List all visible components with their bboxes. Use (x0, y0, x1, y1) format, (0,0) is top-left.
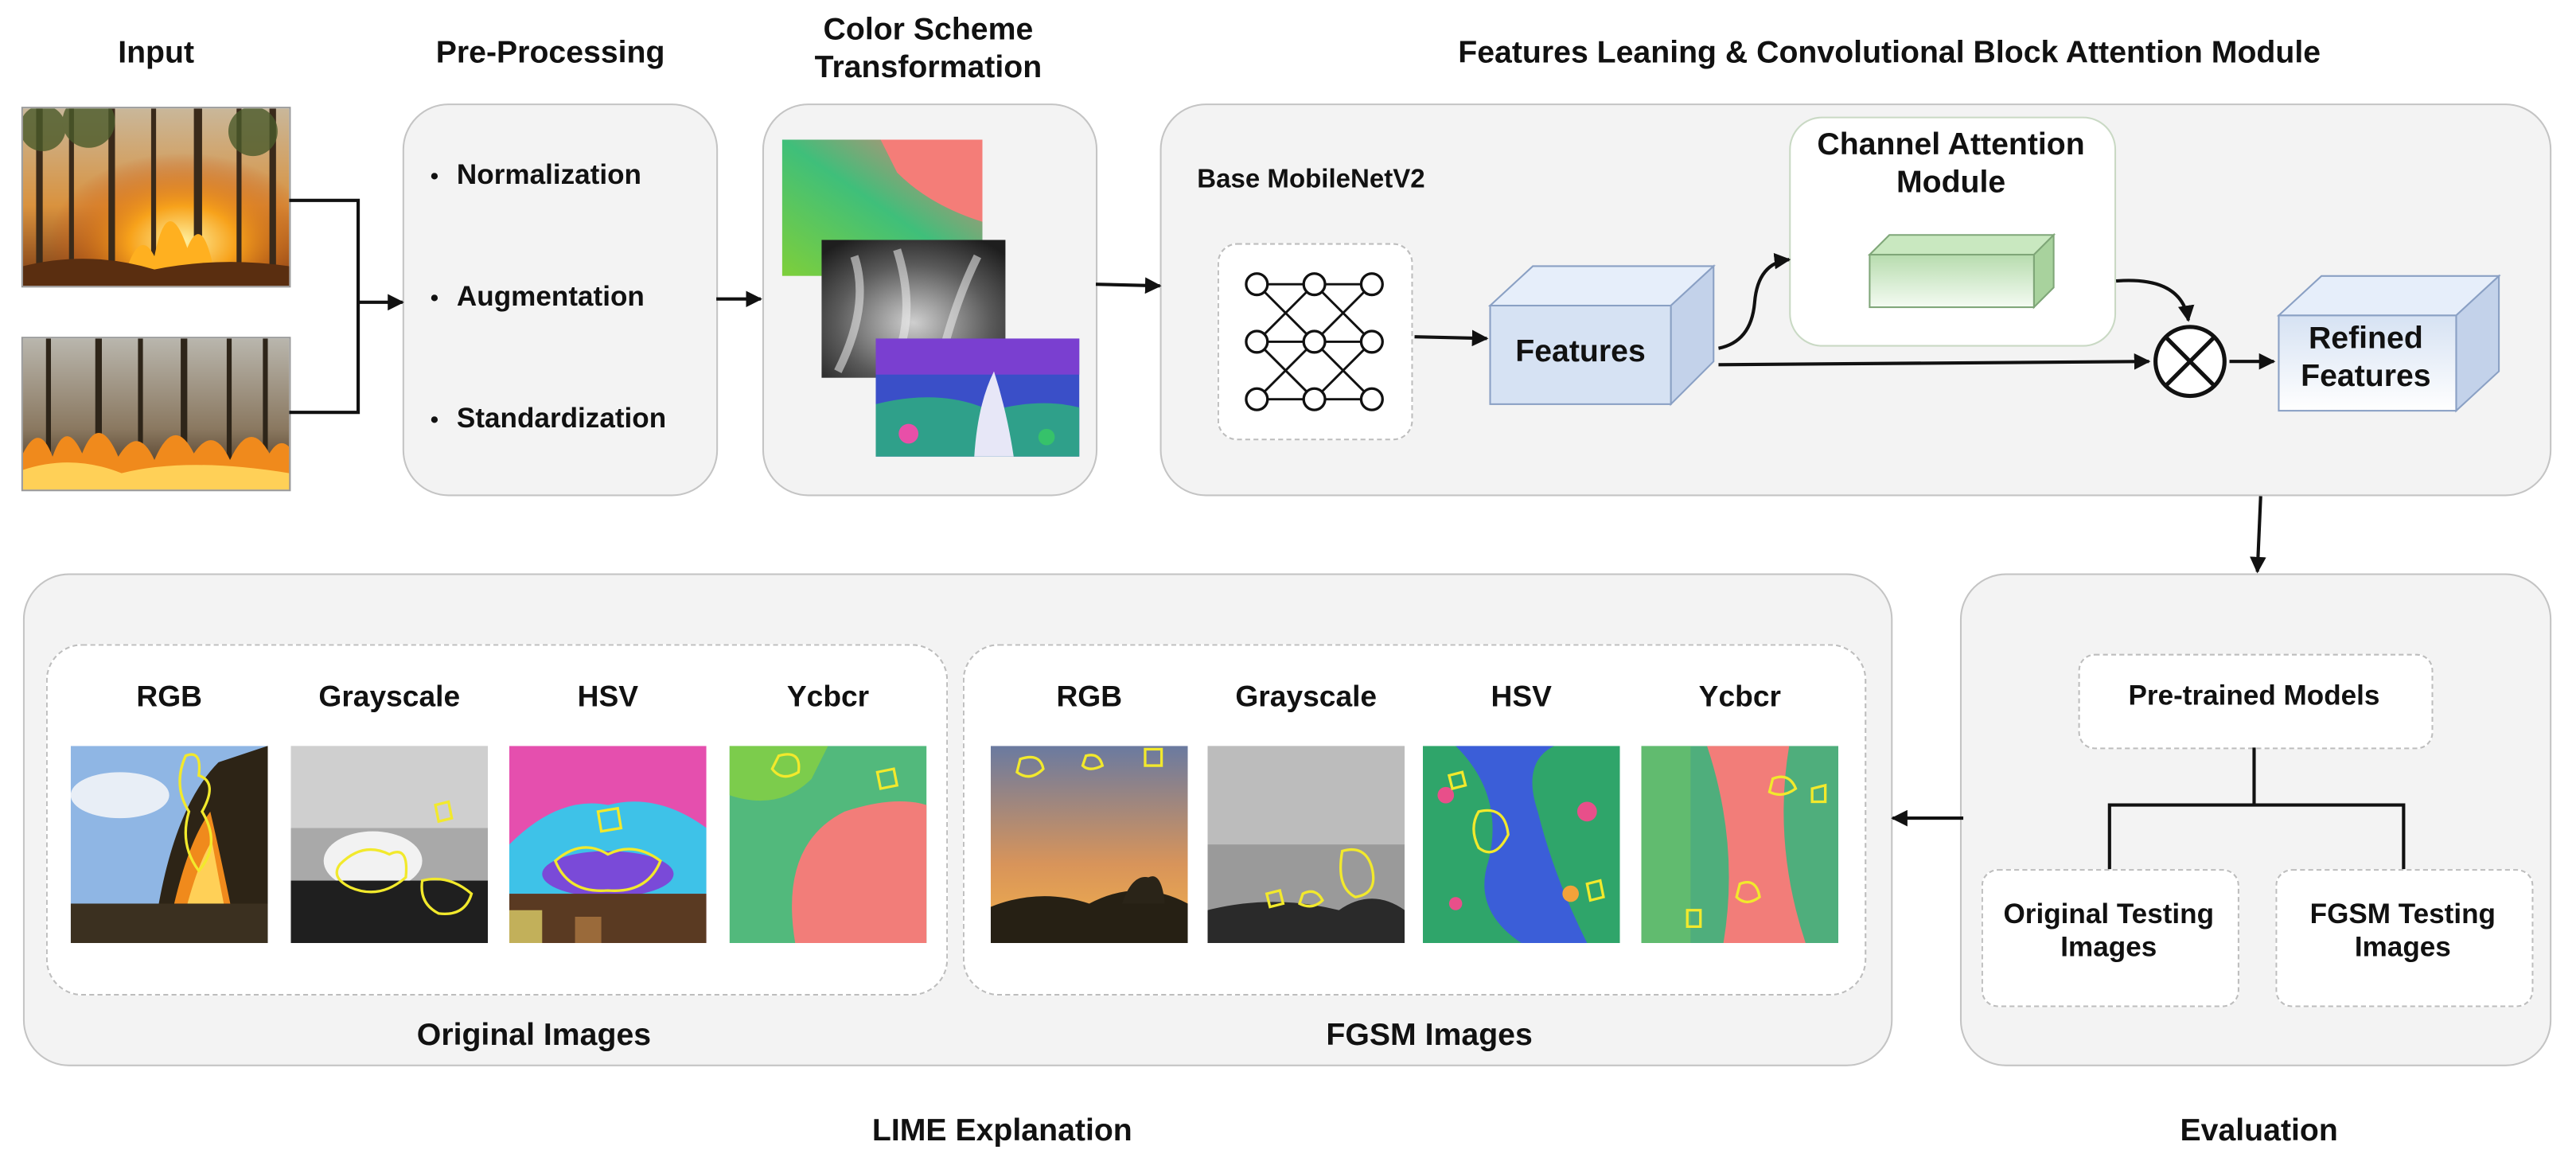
orig-hsv-lime-image (509, 746, 707, 944)
orig-grayscale-label: Grayscale (318, 680, 461, 713)
evaluation-title: Evaluation (2180, 1113, 2338, 1149)
orig-rgb-lime-image (70, 746, 268, 944)
features-title: Features Leaning & Convolutional Block A… (1458, 36, 2321, 71)
multiply-operator-icon (2153, 325, 2227, 399)
preprocessing-title: Pre-Processing (435, 36, 665, 71)
forest-fire-photo-1 (21, 107, 291, 288)
fgsm-testing-label: FGSM Testing Images (2309, 898, 2496, 964)
original-testing-box (1981, 869, 2239, 1007)
attention-slab (1867, 232, 2056, 310)
original-testing-label: Original Testing Images (2003, 898, 2215, 964)
base-model-label: Base MobileNetV2 (1197, 166, 1425, 194)
lime-title: LIME Explanation (871, 1113, 1132, 1149)
fgsm-grayscale-lime-image (1207, 746, 1405, 944)
orig-grayscale-lime-image (290, 746, 489, 944)
orig-ycbcr-label: Ycbcr (786, 680, 870, 713)
fgsm-rgb-lime-image (990, 746, 1188, 944)
orig-rgb-label: RGB (136, 680, 202, 713)
fgsm-ycbcr-label: Ycbcr (1698, 680, 1781, 713)
fgsm-images-caption: FGSM Images (1326, 1018, 1533, 1054)
fgsm-rgb-label: RGB (1056, 680, 1123, 713)
step-augmentation: Augmentation (431, 279, 666, 401)
color-scheme-title: Color Scheme Transformation (814, 13, 1042, 85)
fgsm-testing-box (2275, 869, 2534, 1007)
channel-attention-label: Channel Attention Module (1817, 128, 2085, 201)
original-images-caption: Original Images (416, 1018, 652, 1054)
channel-attention-box (1789, 116, 2117, 347)
fgsm-grayscale-label: Grayscale (1235, 680, 1378, 713)
fgsm-ycbcr-lime-image (1641, 746, 1839, 944)
pretrained-models-label: Pre-trained Models (2128, 680, 2380, 711)
preprocessing-steps: Normalization Augmentation Standardizati… (431, 158, 666, 522)
step-standardization: Standardization (431, 401, 666, 523)
refined-features-label: Refined Features (2301, 322, 2431, 395)
forest-fire-photo-2 (21, 337, 291, 492)
step-normalization: Normalization (431, 158, 666, 279)
fgsm-hsv-lime-image (1422, 746, 1620, 944)
neural-network-icon (1245, 272, 1384, 411)
features-cube (1487, 264, 1716, 407)
mobilenet-network-box (1217, 243, 1413, 441)
hsv-sample-image (875, 338, 1080, 457)
input-title: Input (118, 36, 195, 71)
refined-features-cube (2276, 274, 2501, 413)
features-label: Features (1515, 335, 1646, 370)
fgsm-hsv-label: HSV (1491, 680, 1552, 713)
orig-hsv-label: HSV (577, 680, 639, 713)
orig-ycbcr-lime-image (729, 746, 927, 944)
